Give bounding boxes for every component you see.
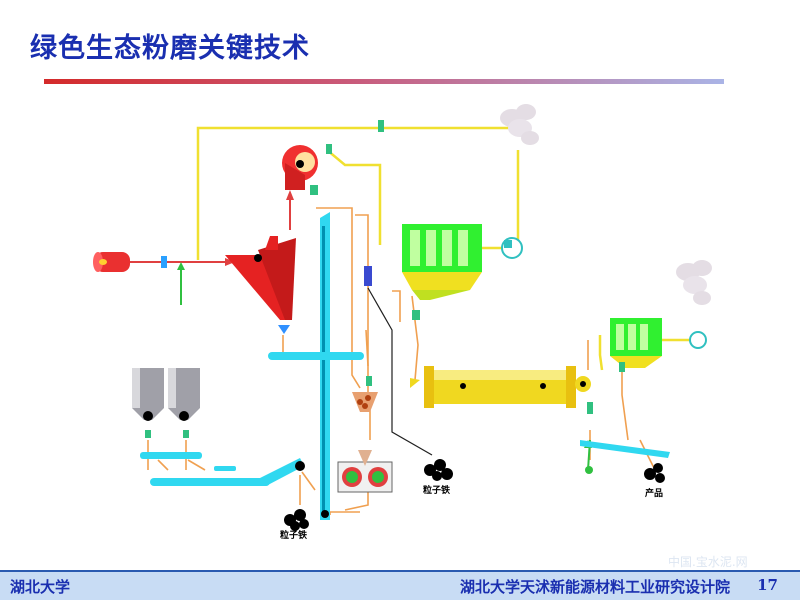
ball-mill xyxy=(410,366,591,408)
process-flow-diagram: 粒子铁 粒子铁 产品 xyxy=(93,104,712,541)
title-divider xyxy=(44,79,724,84)
page-number: 17 xyxy=(757,576,778,594)
conveyor-drum xyxy=(295,461,305,471)
belt-conveyors xyxy=(140,352,670,486)
product-pile xyxy=(644,463,665,483)
fresh-air-lines xyxy=(180,265,591,471)
hot-gas-arrow xyxy=(225,258,235,266)
fresh-air-arrow xyxy=(177,262,185,270)
circulating-fan xyxy=(282,145,318,190)
exhaust-smoke xyxy=(500,104,539,145)
v-separator xyxy=(225,236,296,320)
label-granular-iron-middle: 粒子铁 xyxy=(423,484,450,496)
iron-pile-left xyxy=(284,509,309,531)
hot-gas-arrow-up xyxy=(286,190,294,200)
footer-bar: 湖北大学 湖北大学天沭新能源材料工业研究设计院 17 xyxy=(0,570,800,600)
label-product: 产品 xyxy=(645,487,663,499)
footer-institute: 湖北大学天沭新能源材料工业研究设计院 xyxy=(459,578,730,596)
damper-valve xyxy=(161,256,167,268)
weigh-bin xyxy=(352,392,378,412)
watermark: 中国.宝水泥.网 xyxy=(668,555,748,569)
fan-inlet xyxy=(585,466,593,474)
roller-press xyxy=(337,450,393,493)
separator-valve xyxy=(278,325,290,334)
exhaust-smoke-2 xyxy=(676,260,712,305)
product-filter xyxy=(610,318,662,368)
metal-detector xyxy=(364,266,372,286)
hot-gas-line xyxy=(130,195,291,263)
footer-university: 湖北大学 xyxy=(10,578,71,596)
label-granular-iron-left: 粒子铁 xyxy=(280,529,307,541)
flow-valves xyxy=(145,120,625,438)
product-fan xyxy=(689,331,707,349)
signal-line xyxy=(367,287,433,456)
raw-material-silos xyxy=(132,368,200,421)
iron-pile-middle xyxy=(424,459,453,481)
bucket-elevator xyxy=(320,212,330,520)
hot-air-furnace xyxy=(93,252,130,272)
slide-title: 绿色生态粉磨关键技术 xyxy=(30,33,310,64)
exhaust-fan xyxy=(501,237,523,259)
bag-filter xyxy=(402,224,482,300)
